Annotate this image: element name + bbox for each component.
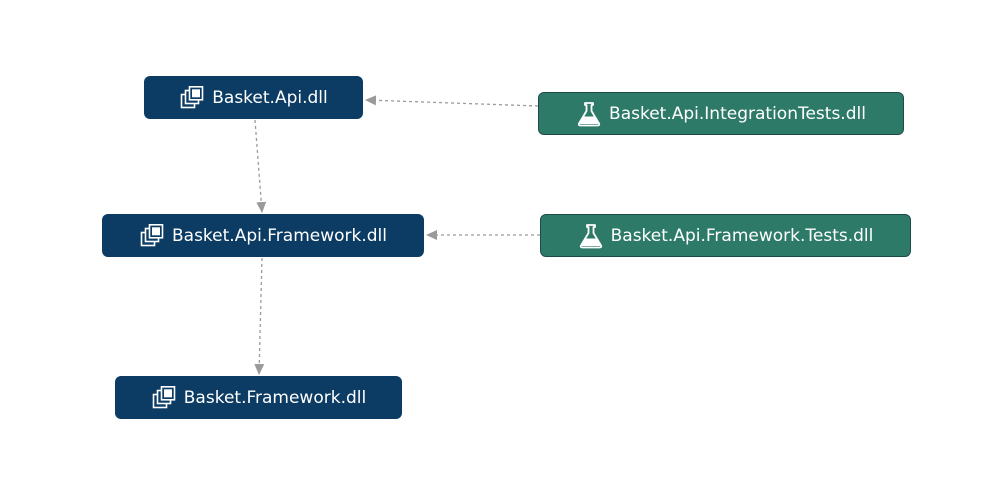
- edge-apifw-to-fw: [254, 257, 265, 375]
- node-basket-api-integrationtests[interactable]: Basket.Api.IntegrationTests.dll: [538, 92, 904, 135]
- node-label: Basket.Api.Framework.dll: [172, 225, 387, 246]
- assembly-icon: [139, 223, 165, 249]
- assembly-icon: [179, 85, 205, 111]
- node-label: Basket.Api.IntegrationTests.dll: [609, 103, 866, 124]
- node-label: Basket.Api.Framework.Tests.dll: [610, 225, 874, 246]
- node-basket-api-framework-tests[interactable]: Basket.Api.Framework.Tests.dll: [540, 214, 911, 257]
- flask-icon: [576, 101, 602, 127]
- node-label: Basket.Framework.dll: [183, 387, 367, 408]
- flask-icon: [578, 223, 604, 249]
- node-label: Basket.Api.dll: [212, 87, 328, 108]
- assembly-icon: [151, 385, 177, 411]
- edge-api-to-apifw: [254, 119, 267, 213]
- node-basket-api[interactable]: Basket.Api.dll: [144, 76, 363, 119]
- edge-itests-to-api: [365, 95, 539, 107]
- node-basket-api-framework[interactable]: Basket.Api.Framework.dll: [102, 214, 424, 257]
- node-basket-framework[interactable]: Basket.Framework.dll: [115, 376, 402, 419]
